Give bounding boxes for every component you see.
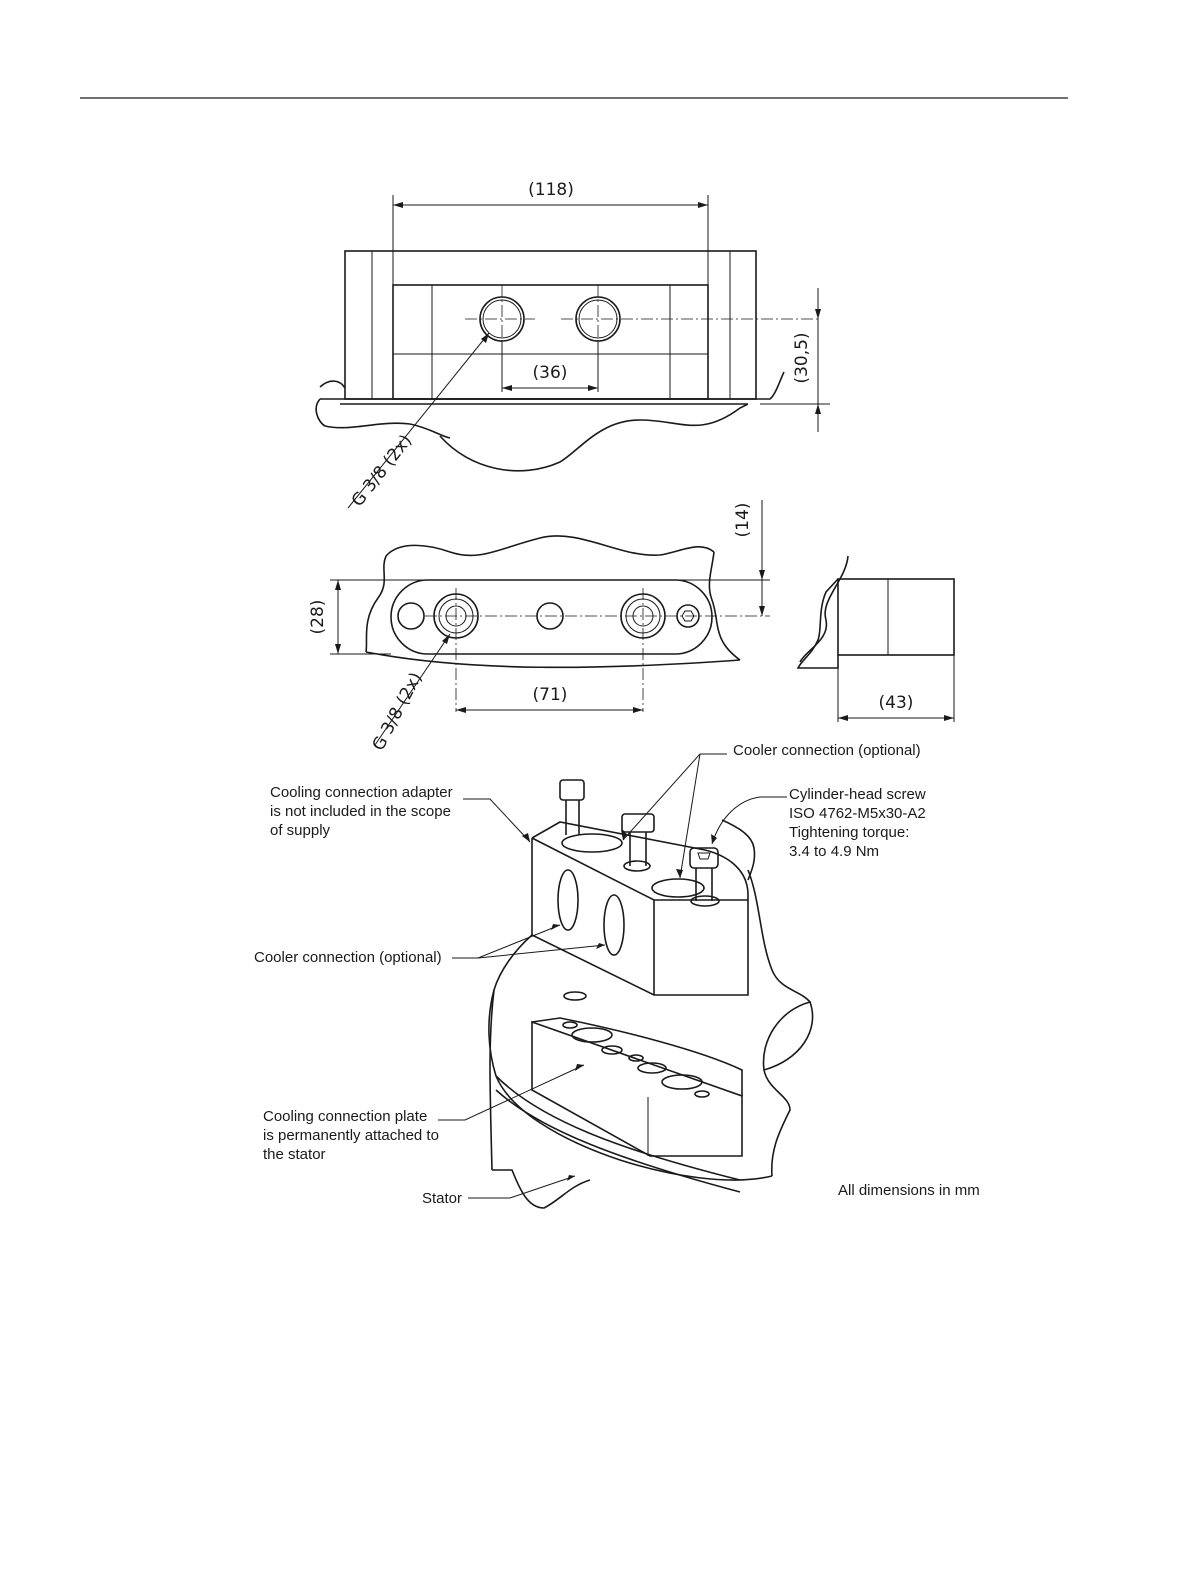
dim-36: (36) bbox=[533, 363, 568, 383]
front-view bbox=[330, 500, 770, 746]
top-view bbox=[315, 195, 830, 509]
dim-30-5: (30,5) bbox=[792, 332, 812, 383]
adapter-note-line: Cooling connection adapter bbox=[270, 784, 453, 801]
adapter-note-line: of supply bbox=[270, 822, 331, 839]
dim-71: (71) bbox=[533, 685, 568, 705]
label-adapter-note: Cooling connection adapter is not includ… bbox=[270, 783, 453, 840]
dim-118: (118) bbox=[528, 180, 574, 200]
dim-28: (28) bbox=[308, 600, 328, 635]
plate-note-line: Cooling connection plate bbox=[263, 1108, 428, 1125]
adapter-note-line: is not included in the scope bbox=[270, 803, 451, 820]
label-screw-note: Cylinder-head screw ISO 4762-M5x30-A2 Ti… bbox=[789, 785, 926, 861]
label-cooler-connection-left: Cooler connection (optional) bbox=[254, 949, 442, 966]
side-view bbox=[796, 555, 955, 722]
dim-43: (43) bbox=[879, 693, 914, 713]
screw-note-line: 3.4 to 4.9 Nm bbox=[789, 843, 880, 860]
isometric-view bbox=[438, 753, 814, 1209]
plate-note-line: the stator bbox=[263, 1146, 326, 1163]
plate-note-line: is permanently attached to bbox=[263, 1127, 439, 1144]
label-cooler-connection-top: Cooler connection (optional) bbox=[733, 742, 921, 759]
screw-note-line: ISO 4762-M5x30-A2 bbox=[789, 805, 926, 822]
screw-note-line: Cylinder-head screw bbox=[789, 786, 926, 803]
thread-callout-top: G 3/8 (2x) bbox=[348, 431, 416, 511]
label-units-note: All dimensions in mm bbox=[838, 1182, 980, 1199]
label-stator: Stator bbox=[422, 1190, 463, 1207]
screw-note-line: Tightening torque: bbox=[789, 824, 910, 841]
thread-callout-front: G 3/8 (2x) bbox=[369, 669, 427, 754]
label-plate-note: Cooling connection plate is permanently … bbox=[263, 1107, 439, 1164]
dim-14: (14) bbox=[733, 503, 753, 538]
